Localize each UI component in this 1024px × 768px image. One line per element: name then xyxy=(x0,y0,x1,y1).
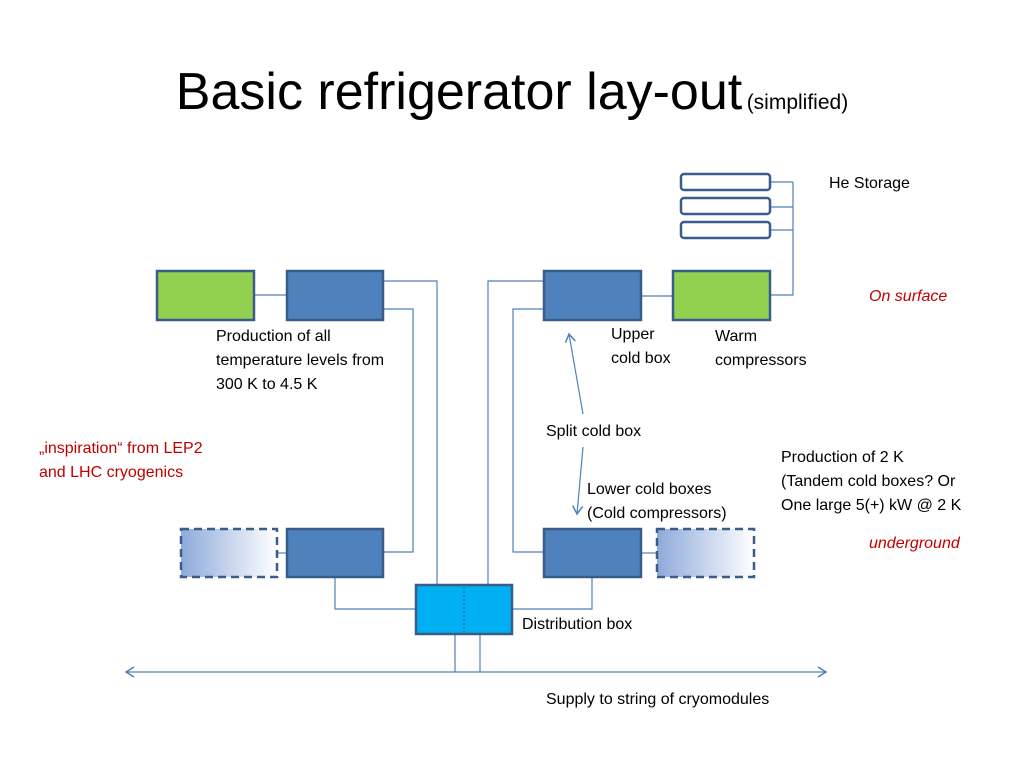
left-warm-compressor-box xyxy=(155,269,256,322)
slide-title: Basic refrigerator lay-out (simplified) xyxy=(0,62,1024,122)
connector-right-top-inner xyxy=(512,308,544,553)
production-all-line-3: 300 K to 4.5 K xyxy=(216,376,318,393)
distribution-box xyxy=(414,583,514,636)
production-2k-line-1: Production of 2 K xyxy=(781,449,904,466)
lower-cold-boxes-line-2: (Cold compressors) xyxy=(587,505,727,522)
inspiration-line-1: „inspiration“ from LEP2 xyxy=(39,440,203,457)
supply-label: Supply to string of cryomodules xyxy=(546,691,770,708)
left-lower-cold-box xyxy=(285,527,385,579)
production-all-label: Production of all temperature levels fro… xyxy=(216,325,384,397)
he-storage-tank-1 xyxy=(679,172,772,192)
connector-right-top-outer xyxy=(487,280,544,584)
production-2k-line-2: (Tandem cold boxes? Or xyxy=(781,473,956,490)
left-tandem-cold-box xyxy=(179,527,279,579)
connector-left-top-inner xyxy=(383,308,414,553)
connector-lines xyxy=(254,181,794,672)
inspiration-line-2: and LHC cryogenics xyxy=(39,464,184,481)
upper-cold-box xyxy=(542,269,643,322)
warm-compressors-box xyxy=(671,269,772,322)
warm-compressors-label: Warm compressors xyxy=(715,325,807,373)
split-cold-box-label: Split cold box xyxy=(546,423,642,440)
inspiration-label: „inspiration“ from LEP2 and LHC cryogeni… xyxy=(39,437,203,485)
title-sub: (simplified) xyxy=(746,91,849,114)
split-arrow-up xyxy=(564,332,584,415)
production-all-line-2: temperature levels from xyxy=(216,352,385,369)
production-all-line-1: Production of all xyxy=(216,328,331,345)
he-storage-label: He Storage xyxy=(829,175,910,192)
warm-compressors-line-2: compressors xyxy=(715,352,807,369)
underground-label: underground xyxy=(869,535,960,552)
connector-left-lower-dist xyxy=(334,577,416,610)
upper-cold-box-line-1: Upper xyxy=(611,326,655,343)
he-storage-tank-2 xyxy=(679,196,772,216)
distribution-box-label: Distribution box xyxy=(522,616,633,633)
connector-left-top-outer xyxy=(383,280,438,594)
lower-cold-boxes-label: Lower cold boxes (Cold compressors) xyxy=(587,478,727,526)
right-tandem-cold-box xyxy=(655,527,756,579)
warm-compressors-line-1: Warm xyxy=(715,328,758,345)
title-main: Basic refrigerator lay-out xyxy=(175,63,743,121)
connector-storage-manifold xyxy=(770,182,794,296)
lower-cold-boxes-line-1: Lower cold boxes xyxy=(587,481,712,498)
left-cold-box xyxy=(285,269,385,322)
production-2k-line-3: One large 5(+) kW @ 2 K xyxy=(781,497,962,514)
upper-cold-box-line-2: cold box xyxy=(611,350,671,367)
split-arrow-down xyxy=(572,446,584,516)
upper-cold-box-label: Upper cold box xyxy=(611,323,671,371)
he-storage-tank-3 xyxy=(679,220,772,240)
lower-cold-box xyxy=(542,527,643,579)
on-surface-label: On surface xyxy=(869,288,948,305)
connector-right-lower-dist xyxy=(512,577,593,610)
production-2k-label: Production of 2 K (Tandem cold boxes? Or… xyxy=(781,446,961,518)
